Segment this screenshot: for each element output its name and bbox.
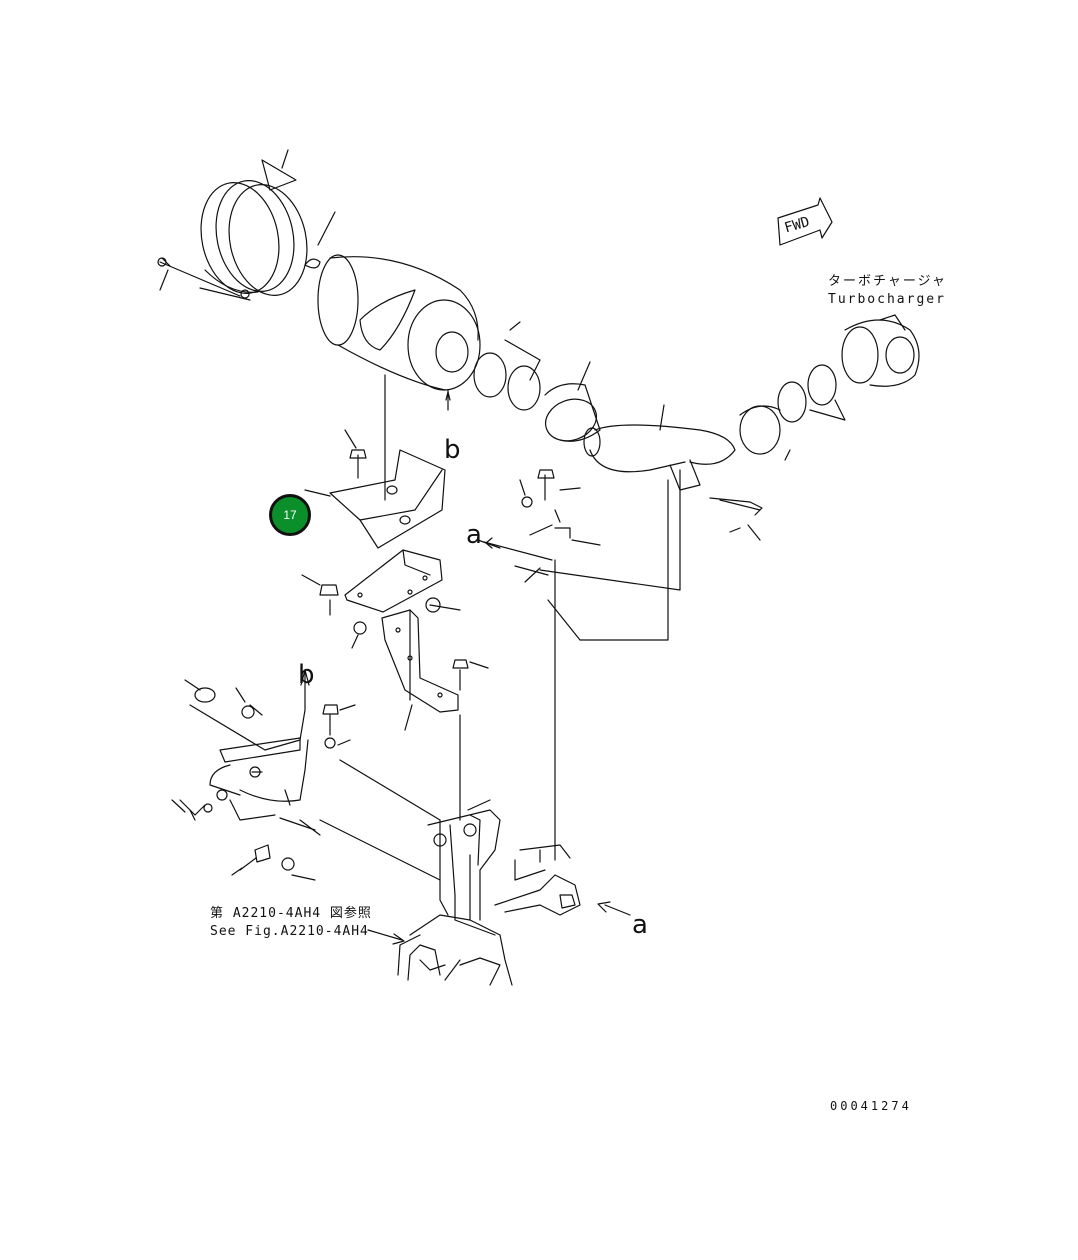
turbocharger-label-jp: ターボチャージャ	[828, 274, 947, 289]
reference-label-jp: 第 A2210-4AH4 図参照	[210, 906, 372, 921]
hose-clamps	[473, 321, 601, 442]
sensor-assembly	[171, 669, 321, 836]
fwd-arrow	[777, 197, 833, 246]
turbo-clamps	[739, 364, 846, 461]
support-bracket	[381, 609, 489, 731]
frame-structure	[319, 759, 581, 986]
reference-label-en: See Fig.A2210-4AH4	[210, 924, 369, 939]
turbocharger	[841, 314, 920, 387]
small-bolts-left	[231, 704, 356, 881]
reference-arrows	[367, 537, 631, 945]
bolts-upper	[344, 429, 763, 546]
leader-lines-top-left	[159, 149, 336, 291]
guide-lines	[459, 469, 681, 861]
clamp-rings	[157, 180, 308, 301]
drawing-number: 00041274	[830, 1099, 912, 1113]
marker-a-top: a	[466, 520, 482, 550]
air-cleaner	[317, 254, 481, 501]
part-callout-number: 17	[283, 508, 297, 522]
mounting-plate	[301, 549, 461, 649]
marker-b-top: b	[444, 435, 461, 465]
turbocharger-label-en: Turbocharger	[828, 292, 946, 307]
part-callout-17[interactable]: 17	[269, 494, 311, 536]
elbow-hose	[583, 404, 736, 491]
bracket-cover	[304, 449, 446, 549]
marker-b-bottom: b	[298, 660, 315, 690]
marker-a-bottom: a	[632, 910, 648, 940]
